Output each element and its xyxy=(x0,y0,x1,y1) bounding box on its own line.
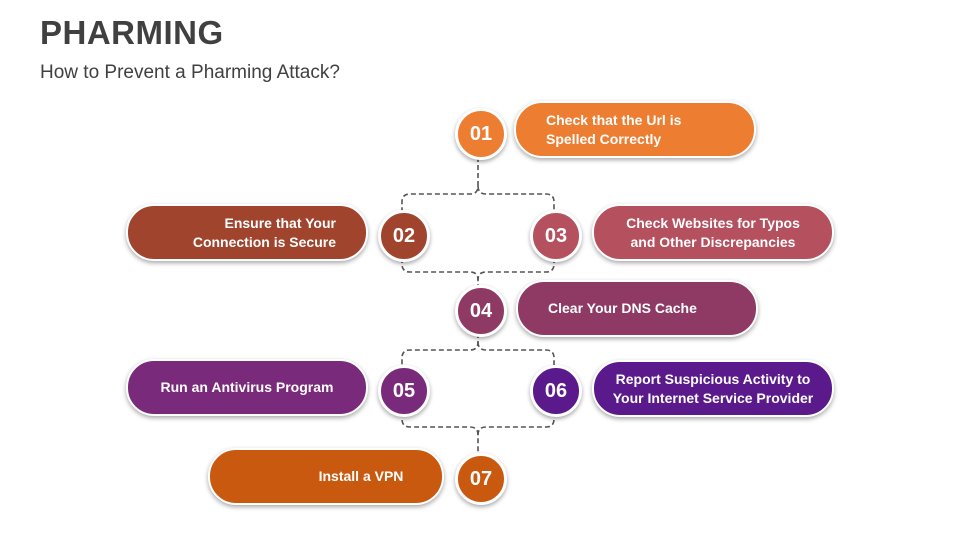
step-02-pill: Ensure that Your Connection is Secure xyxy=(126,204,368,261)
step-06-text: Report Suspicious Activity to Your Inter… xyxy=(612,370,814,406)
step-06-number: 06 xyxy=(530,365,582,417)
step-03-number: 03 xyxy=(530,210,582,262)
step-07-text: Install a VPN xyxy=(318,468,404,484)
step-03-text: Check Websites for Typos and Other Discr… xyxy=(626,214,800,250)
step-01-text: Check that the Url is Spelled Correctly xyxy=(546,111,682,147)
connector-05-07 xyxy=(401,412,479,453)
step-07-number: 07 xyxy=(455,453,507,505)
step-05-pill: Run an Antivirus Program xyxy=(126,359,368,416)
connector-03-04 xyxy=(477,258,555,281)
page-title: PHARMING xyxy=(40,14,224,51)
connector-02-04 xyxy=(401,258,479,285)
step-04-pill: Clear Your DNS Cache xyxy=(516,280,758,337)
connector-04-05 xyxy=(401,333,479,365)
step-01-number: 01 xyxy=(455,108,507,160)
connector-01-02 xyxy=(401,157,479,211)
step-04-number: 04 xyxy=(455,285,507,337)
step-02-text: Ensure that Your Connection is Secure xyxy=(192,214,336,250)
page-subtitle: How to Prevent a Pharming Attack? xyxy=(40,62,340,83)
step-01-pill: Check that the Url is Spelled Correctly xyxy=(514,101,756,158)
step-02-number: 02 xyxy=(378,210,430,262)
connector-04-06 xyxy=(477,341,555,365)
step-05-number: 05 xyxy=(378,365,430,417)
step-07-pill: Install a VPN xyxy=(208,448,444,505)
step-03-pill: Check Websites for Typos and Other Discr… xyxy=(592,204,834,261)
step-06-pill: Report Suspicious Activity to Your Inter… xyxy=(592,360,834,417)
connector-06-07 xyxy=(477,412,555,436)
connector-01-03 xyxy=(477,185,555,211)
step-05-text: Run an Antivirus Program xyxy=(160,379,334,395)
step-04-text: Clear Your DNS Cache xyxy=(548,300,697,316)
